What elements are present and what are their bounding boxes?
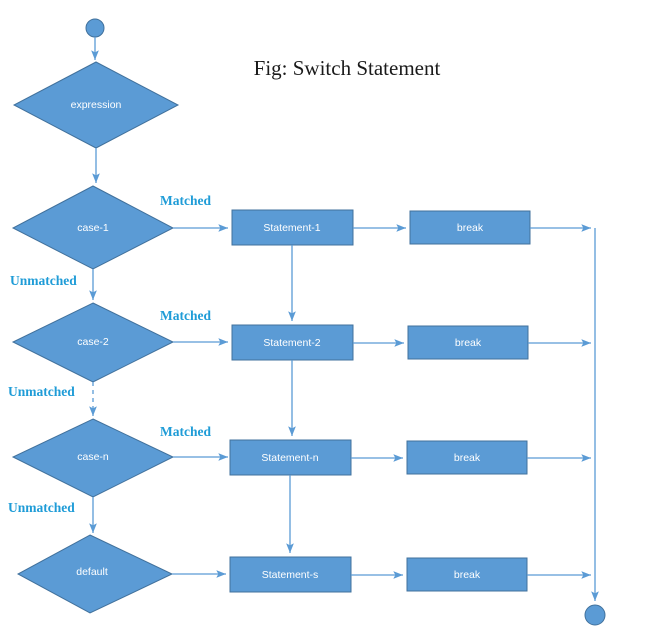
node-statement-2-label: Statement-2: [263, 337, 320, 349]
node-break-1-label: break: [457, 222, 484, 234]
node-statement-s: [229, 556, 352, 593]
edge-label-matched-1: Matched: [160, 193, 211, 208]
node-break-s-label: break: [454, 569, 481, 581]
node-case-2-label: case-2: [77, 336, 109, 348]
edge-label-unmatched-2: Unmatched: [8, 384, 75, 399]
node-statement-1: [231, 209, 354, 246]
node-break-2-label: break: [455, 337, 482, 349]
end-terminator: [584, 604, 606, 626]
node-statement-2: [231, 324, 354, 361]
node-break-s: [406, 557, 528, 592]
start-terminator: [85, 18, 105, 38]
node-statement-n: [229, 439, 352, 476]
node-default: [16, 534, 174, 614]
figure-title: Fig: Switch Statement: [254, 56, 441, 80]
node-statement-1-label: Statement-1: [263, 222, 320, 234]
node-case-n-label: case-n: [77, 451, 109, 463]
edge-label-unmatched-1: Unmatched: [10, 273, 77, 288]
node-break-n-label: break: [454, 452, 481, 464]
node-statement-n-label: Statement-n: [261, 452, 318, 464]
node-case-1-label: case-1: [77, 222, 109, 234]
edge-label-unmatched-n: Unmatched: [8, 500, 75, 515]
node-expression-label: expression: [71, 99, 122, 111]
node-break-1: [409, 210, 531, 245]
node-statement-s-label: Statement-s: [262, 569, 319, 581]
node-default-label: default: [76, 566, 108, 578]
edge-label-matched-2: Matched: [160, 308, 211, 323]
edge-label-matched-n: Matched: [160, 424, 211, 439]
node-break-2: [407, 325, 529, 360]
node-break-n: [406, 440, 528, 475]
